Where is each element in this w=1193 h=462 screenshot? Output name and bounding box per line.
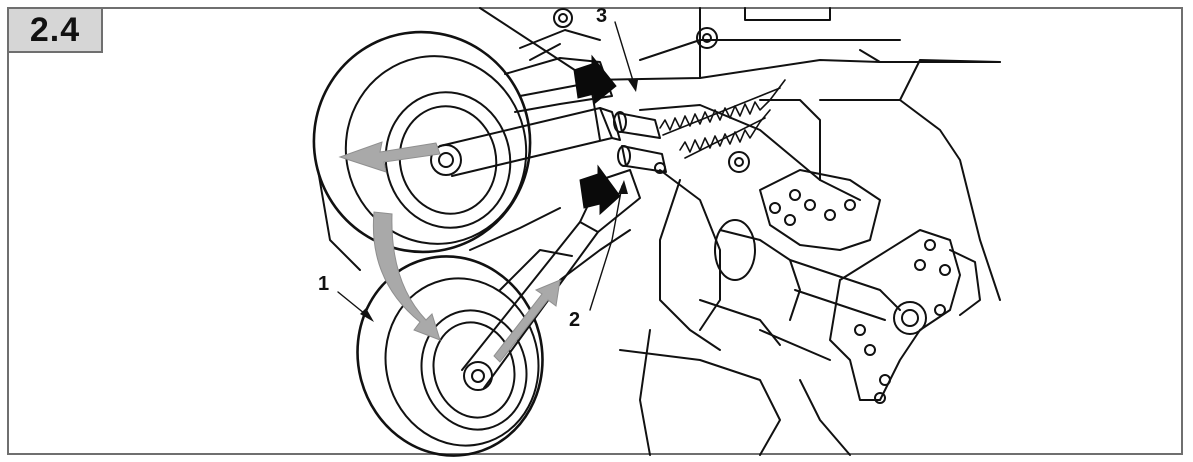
gray-arrow-swing-down	[372, 211, 441, 341]
mounting-pins	[613, 111, 667, 174]
figure-frame	[7, 7, 1183, 455]
machine-body	[479, 7, 1001, 141]
black-arrow-lower-pin	[579, 164, 621, 216]
gear-housing	[619, 59, 1001, 456]
callout-1: 1	[318, 273, 329, 295]
upper-wheel	[312, 30, 532, 271]
figure-number-label: 2.4	[9, 9, 103, 53]
callout-3: 3	[596, 5, 607, 27]
black-arrow-upper-pin	[573, 54, 617, 106]
tine-assembly	[714, 169, 981, 456]
callout-2-arrowhead	[618, 180, 628, 194]
lower-wheel	[356, 255, 544, 457]
callout-3-arrowhead	[628, 80, 638, 92]
springs	[659, 79, 786, 159]
gray-arrow-pull-off	[338, 141, 441, 173]
gray-arrow-push-up	[493, 279, 561, 363]
callout-2: 2	[569, 309, 580, 331]
lower-arm	[461, 169, 641, 389]
callout-1-arrowhead	[360, 308, 374, 322]
